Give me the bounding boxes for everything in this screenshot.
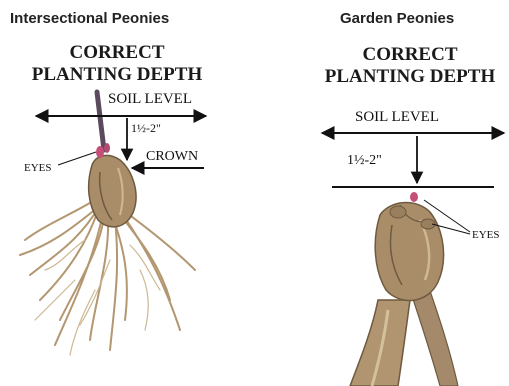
left-eyes-pointer [58, 152, 96, 165]
right-root-illustration [350, 192, 458, 386]
left-root-illustration [20, 92, 195, 355]
